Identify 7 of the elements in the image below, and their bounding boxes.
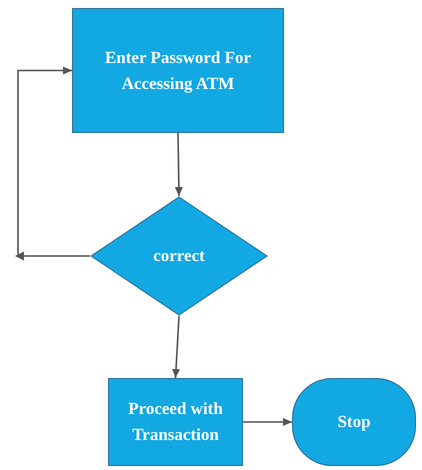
process-box bbox=[108, 378, 243, 466]
node-label: Proceed with Transaction bbox=[127, 398, 224, 446]
process-box bbox=[72, 8, 284, 133]
node-label: Stop bbox=[337, 411, 371, 433]
node-label: Enter Password For Accessing ATM bbox=[104, 46, 252, 95]
decision-diamond bbox=[90, 196, 268, 316]
node-label: correct bbox=[153, 245, 205, 267]
